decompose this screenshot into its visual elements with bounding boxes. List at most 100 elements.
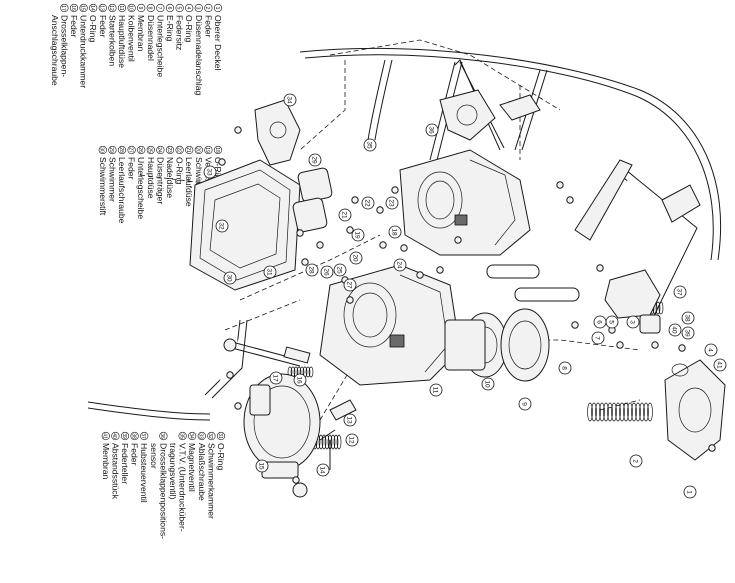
legend-number: 10 bbox=[127, 5, 133, 11]
screw bbox=[436, 266, 444, 274]
legend-number-circle bbox=[146, 3, 155, 13]
legend-number-circle bbox=[204, 145, 213, 155]
callout-number: 32 bbox=[218, 222, 225, 230]
legend-number: 15 bbox=[79, 5, 85, 11]
callout-2: 2 bbox=[629, 454, 643, 468]
callout-circle bbox=[338, 208, 352, 222]
callout-32: 32 bbox=[215, 219, 229, 233]
legend-label: Membran bbox=[136, 15, 146, 52]
legend-number: 30 bbox=[99, 147, 105, 153]
legend-number-circle bbox=[101, 431, 110, 441]
legend-label: Feder bbox=[203, 15, 213, 38]
legend-number: 39 bbox=[121, 433, 127, 439]
callout-circle bbox=[343, 278, 357, 292]
callout-number: 20 bbox=[352, 254, 359, 262]
legend-label: Oberer Deckel bbox=[213, 15, 223, 70]
callout-circle bbox=[203, 165, 217, 179]
callout-41: 41 bbox=[713, 358, 727, 372]
screw bbox=[651, 341, 659, 349]
callout-34: 34 bbox=[283, 93, 297, 107]
float-chamber-cover bbox=[189, 159, 301, 291]
legend-number-circle bbox=[98, 145, 107, 155]
callout-circle bbox=[363, 138, 377, 152]
legend-number-circle bbox=[117, 145, 127, 155]
legend-item: tragungsventil) bbox=[168, 443, 178, 500]
screw bbox=[416, 271, 424, 279]
legend-number-circle bbox=[146, 145, 155, 155]
screw bbox=[346, 296, 354, 304]
legend-number-circle bbox=[98, 3, 107, 13]
legend-label: Kolbenventil bbox=[127, 15, 137, 62]
callout-24: 24 bbox=[393, 258, 407, 272]
legend-number: 11 bbox=[118, 5, 124, 10]
legend-label: Drosselklappen- bbox=[59, 15, 69, 77]
callout-number: 11 bbox=[432, 387, 439, 394]
legend-label: tragungsventil) bbox=[168, 443, 178, 500]
legend-label: Abstandsstück bbox=[110, 443, 120, 500]
callout-6: 6 bbox=[593, 315, 607, 329]
callout-number: 14 bbox=[319, 466, 326, 474]
legend-label: O-Ring bbox=[213, 157, 223, 184]
callout-circle bbox=[223, 271, 237, 285]
legend-number-circle bbox=[159, 431, 168, 441]
callout-circle bbox=[668, 323, 682, 337]
callout-number: 5 bbox=[608, 320, 615, 324]
legend-label: Unterlegscheibe bbox=[155, 15, 165, 77]
screw bbox=[708, 444, 716, 452]
callout-circle bbox=[673, 285, 687, 299]
legend-item: 35V.T.V. (Unterdrucküber- bbox=[178, 431, 188, 532]
legend-label: Leerlaufdüse bbox=[184, 157, 194, 207]
float bbox=[292, 167, 333, 233]
legend-number-circle bbox=[216, 431, 226, 441]
screw bbox=[292, 476, 300, 484]
legend-label: Unterlegscheibe bbox=[136, 157, 146, 219]
legend-number: 13 bbox=[99, 5, 105, 11]
bracket bbox=[574, 159, 701, 241]
carburetor-upper bbox=[399, 149, 531, 256]
legend-number: 16 bbox=[70, 5, 76, 11]
callout-number: 18 bbox=[391, 228, 398, 236]
legend-number: 7 bbox=[156, 7, 162, 10]
legend-number: 22 bbox=[175, 147, 181, 153]
callout-28: 28 bbox=[305, 263, 319, 277]
legend-label: Düsennadelanschlag bbox=[194, 15, 204, 95]
legend-label: Ablaßschraube bbox=[197, 443, 207, 501]
callout-number: 2 bbox=[632, 459, 639, 463]
callout-38: 38 bbox=[681, 311, 695, 325]
screw bbox=[316, 241, 324, 249]
callout-40: 40 bbox=[668, 323, 682, 337]
legend-number-circle bbox=[137, 145, 146, 155]
callout-circle bbox=[215, 219, 229, 233]
screw bbox=[218, 158, 226, 166]
callout-number: 3 bbox=[629, 320, 636, 324]
callout-5: 5 bbox=[605, 315, 619, 329]
callout-number: 13 bbox=[346, 416, 353, 424]
callout-4: 4 bbox=[704, 343, 718, 357]
long-bolt bbox=[439, 59, 541, 151]
legend-number-circle bbox=[156, 3, 165, 13]
legend-number-circle bbox=[204, 3, 213, 13]
legend-label: Membran bbox=[101, 443, 111, 480]
callout-circle bbox=[481, 377, 495, 391]
throttle-sensor-part bbox=[254, 99, 301, 166]
legend-number-circle bbox=[188, 431, 197, 441]
legend-number-circle bbox=[175, 145, 184, 155]
legend-number: 27 bbox=[127, 147, 133, 153]
callout-16: 16 bbox=[293, 373, 307, 387]
legend-number: 35 bbox=[178, 433, 184, 439]
callout-number: 23 bbox=[388, 199, 395, 207]
callout-number: 16 bbox=[296, 376, 303, 384]
callout-7: 7 bbox=[591, 331, 605, 345]
callout-number: 38 bbox=[684, 314, 691, 322]
